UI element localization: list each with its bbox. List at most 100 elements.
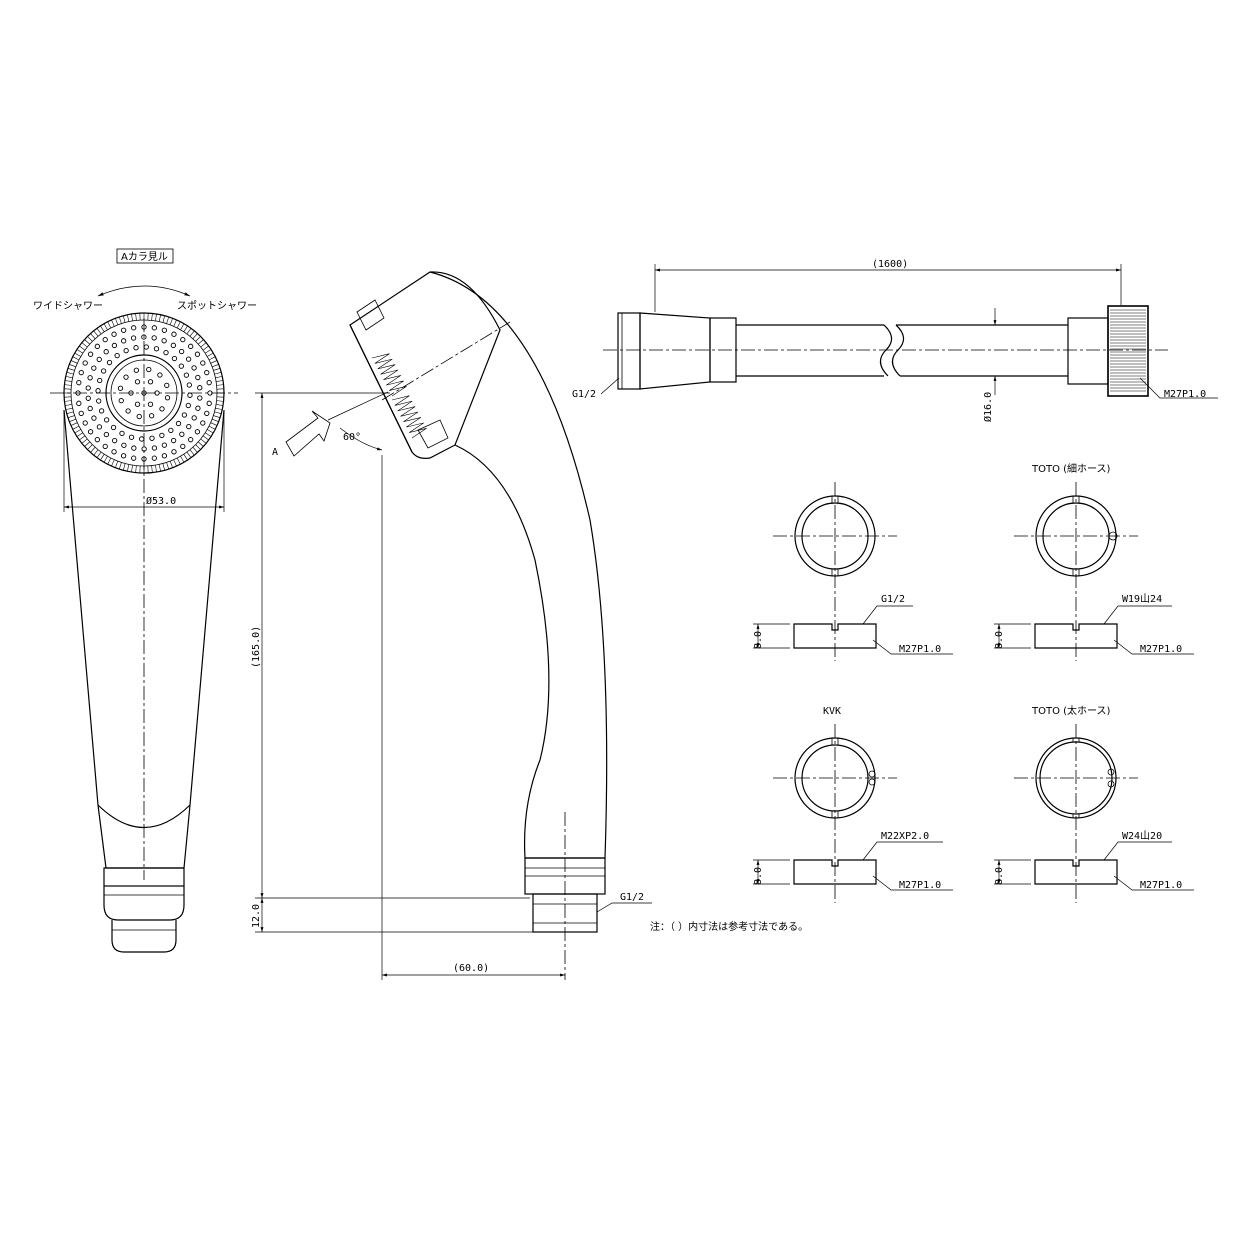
adapter-2-height: 8.0 [994,631,1005,649]
adapter-1-thread-top: G1/2 [881,594,905,605]
spray-hole [206,380,212,386]
knurl-tick [173,459,177,467]
spray-hole [96,398,102,404]
knurl-tick [192,333,198,339]
adapter-3-thread-bottom: M27P1.0 [899,880,941,891]
adapter-4-section [1034,859,1118,885]
adapter-3-leader-top [862,841,943,861]
knurl-tick [87,336,93,342]
spray-hole [151,325,157,331]
spray-hole [134,379,141,385]
knurl-tick [186,451,192,458]
adapter-4-thread-top: W24山20 [1122,830,1162,842]
knurl-tick [118,316,122,324]
spray-hole [195,374,201,381]
spray-hole [87,351,94,357]
spray-hole [128,434,135,440]
knurl-tick [90,333,96,339]
spray-hole [175,420,182,427]
adapter-3-height: 8.0 [753,867,764,885]
spray-hole [197,395,203,401]
adapter-4-title: TOTO (太ホース) [1031,704,1111,717]
drawing-note: 注：（ ）内寸法は参考寸法である。 [650,920,808,933]
angle-ref-line [327,391,389,421]
spray-hole [180,443,186,450]
spray-hole [85,395,91,401]
view-arrow-icon [285,410,331,457]
knurl-tick [169,461,173,468]
knurl-tick [151,313,153,321]
hose-leader-left [600,377,620,395]
knurl-tick [67,415,75,419]
spray-hole [120,453,127,459]
adapter-3-section [793,859,877,885]
spray-hole [185,356,192,362]
view-arrow-label: A [272,447,278,458]
knurl-tick [200,342,207,348]
spray-hole [134,401,141,407]
knurl-tick [76,432,83,437]
knurl-tick [216,384,224,386]
head-center-ring [105,354,183,432]
hose-break-left [879,324,893,377]
adapter-3-lug-2 [868,778,876,786]
spray-hole [87,429,94,435]
hose-collar-left [709,317,737,383]
spray-hole [111,449,117,455]
spray-hole [118,397,124,404]
hose-collar-right [1067,317,1109,385]
adapter-1-outer [794,495,876,577]
knurl-tick [64,384,72,386]
adapter-2-slots [1072,496,1080,576]
spray-hole [159,432,165,439]
spray-hole [151,445,158,451]
knurl-tick [93,449,99,456]
knurl-tick [111,319,115,327]
knurl-tick [158,464,161,472]
view-label-box [116,248,174,264]
spray-hole [147,401,154,407]
knurl-tick [123,463,126,471]
thread-spec: G1/2 [620,892,644,903]
mode-label-wide: ワイドシャワー [33,301,103,312]
spray-hole [87,375,93,381]
adapter-3-title: KVK [823,706,841,717]
spray-hole [100,368,107,374]
knurl-tick [207,352,214,357]
adapter-2-leader-top [1103,605,1172,625]
knurl-tick [202,435,209,441]
adapter-1: 8.0 G1/2 M27P1.0 [753,482,953,661]
view-label: Aカラ見ル [121,251,168,263]
adapter-4-lug-2 [1107,780,1115,788]
knurl-tick [158,314,161,322]
adapter-4-outer [1035,737,1117,819]
knurl-tick [131,465,133,473]
spray-hole [153,346,160,352]
spray-hole [141,446,147,452]
spray-hole [125,408,131,414]
adapter-4-height: 8.0 [994,867,1005,885]
spray-hole [136,413,142,420]
spray-hole [139,436,145,442]
knurl-tick [214,411,222,414]
hose-end-right-thread: M27P1.0 [1164,389,1206,400]
spray-hole [141,456,147,462]
spray-hole [114,352,120,359]
spray-hole [131,455,137,461]
fitting-thread [111,920,177,953]
fitting-collar [103,867,185,887]
knurl-tick [180,323,185,330]
knurl-tick [123,315,126,323]
knurl-tick [127,464,130,472]
adapter-1-inner [801,502,869,570]
adapter-2-section [1034,623,1118,649]
spray-hole [110,424,117,431]
knurl-tick [166,316,170,324]
rotation-arrow-icon [97,285,191,297]
adapter-3-thread-top: M22XP2.0 [881,831,929,842]
spray-hole [103,417,110,423]
spray-hole [106,359,113,366]
knurl-tick [100,454,105,461]
spray-hole [94,437,100,443]
